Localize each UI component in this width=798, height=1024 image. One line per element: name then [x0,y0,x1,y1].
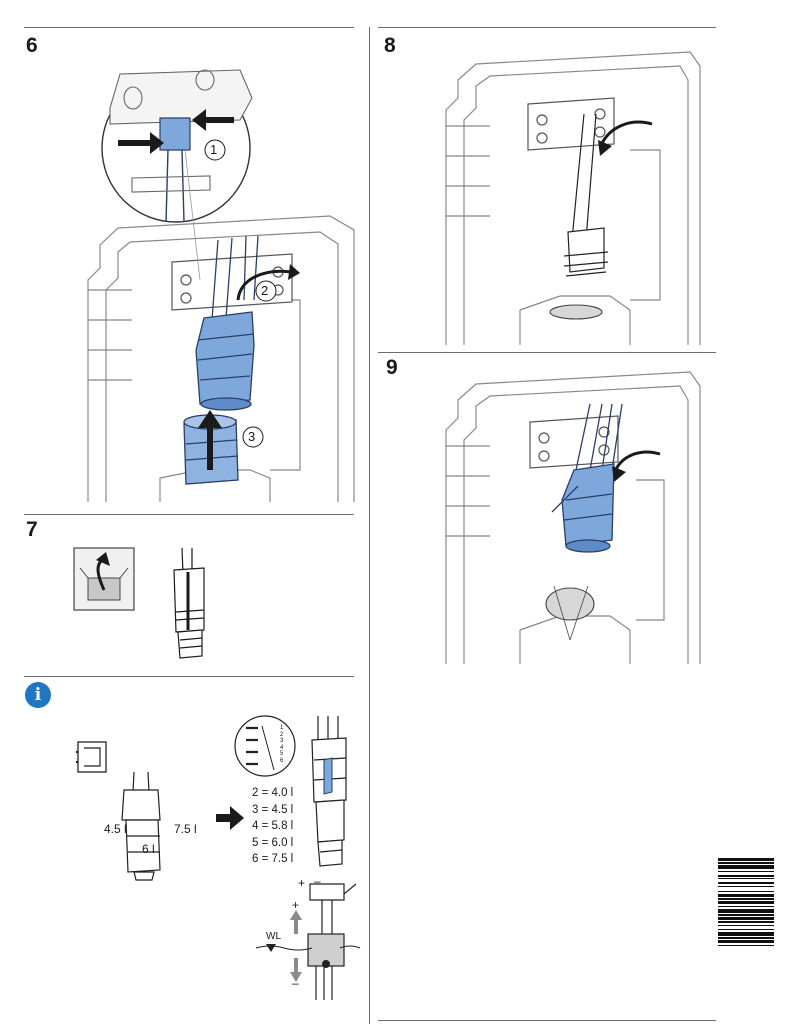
volume-table: 2 = 4.0 l 3 = 4.5 l 4 = 5.8 l 5 = 6.0 l … [252,785,293,868]
step-9-illustration [445,371,701,664]
section-9-top-rule [378,352,716,353]
volume-row: 4 = 5.8 l [252,820,294,832]
page-bottom-rule [378,1020,716,1021]
step-6-illustration [87,69,355,502]
scale-digits: 1 2 3 4 5 6 [280,725,284,764]
center-volume-label: 6 l [142,842,155,856]
callout-1: 1 [210,142,218,157]
left-volume-label: 4.5 l [104,822,127,836]
section-7-top-rule [24,514,354,515]
info-section-illustration [76,715,361,1000]
volume-row: 3 = 4.5 l [252,803,294,816]
volume-row: 2 = 4.0 l [252,787,294,799]
water-level-label: WL [266,931,281,942]
step-number-8: 8 [384,34,396,57]
step-number-6: 6 [26,34,38,57]
plus-sign-top: + [298,876,306,890]
callout-2: 2 [261,283,269,298]
step-number-9: 9 [386,356,398,379]
section-info-top-rule [24,676,354,677]
step-number-7: 7 [26,518,38,541]
volume-row: 6 = 7.5 l [252,853,294,865]
column-divider [369,27,370,1024]
minus-sign: – [292,976,299,990]
right-volume-label: 7.5 l [174,822,197,836]
callout-3: 3 [248,429,256,444]
volume-row: 5 = 6.0 l [252,836,294,849]
plus-sign: + [292,898,300,912]
section-6-top-rule [24,27,354,28]
step-7-illustration [73,547,205,659]
step-8-illustration [445,51,701,345]
info-icon: i [25,682,51,708]
section-8-top-rule [378,27,716,28]
barcode [718,858,774,1018]
minus-sign-top: – [314,874,321,888]
